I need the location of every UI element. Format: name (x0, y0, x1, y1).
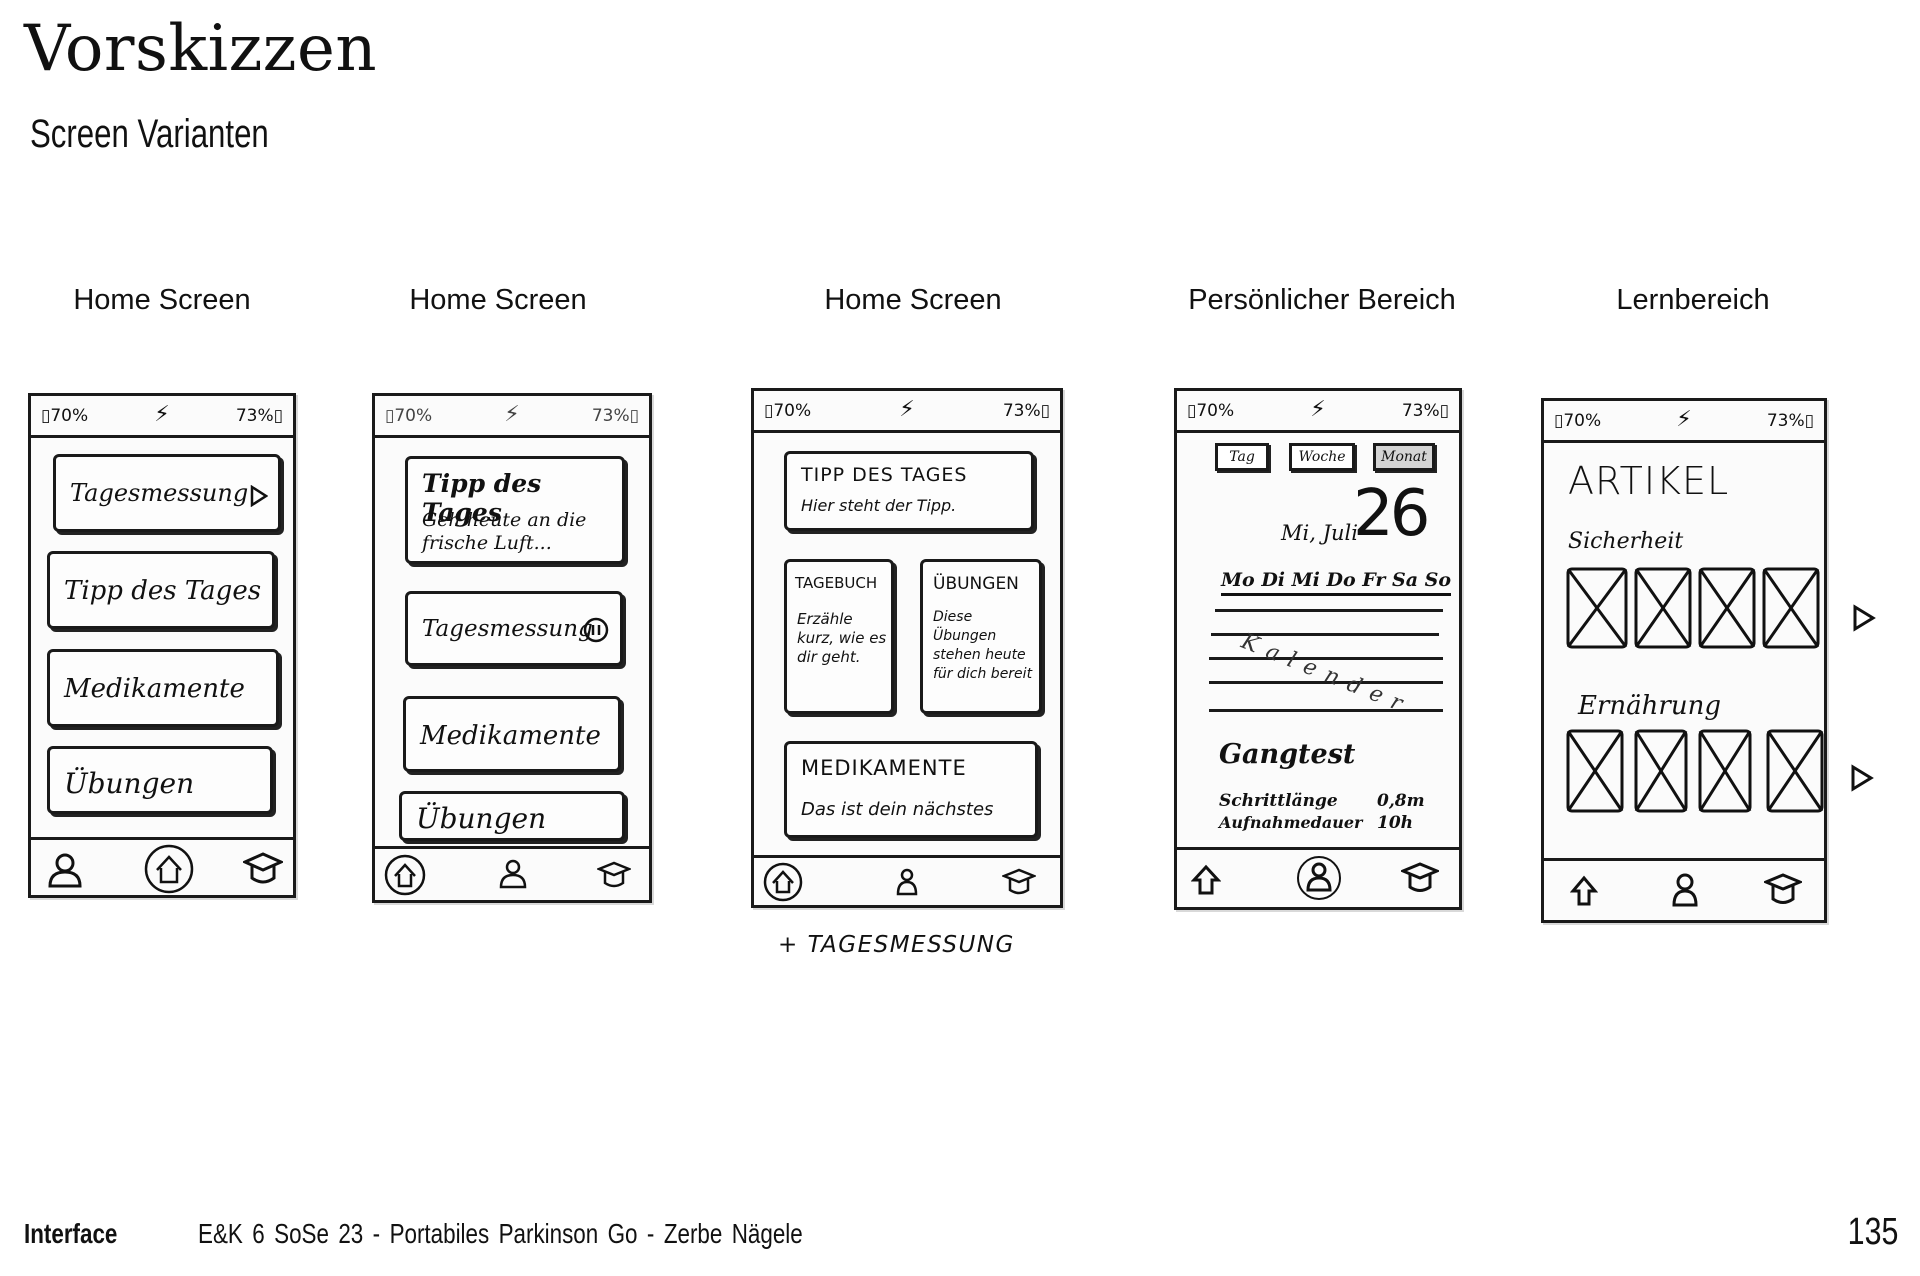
page-number: 135 (1847, 1211, 1898, 1253)
calendar-line (1209, 681, 1443, 684)
calendar-line (1211, 633, 1439, 636)
article-thumbnails-sicherheit (1566, 567, 1820, 649)
phone-home-2: ▯70% ⚡ 73%▯ Tipp des Tages Geh heute an … (372, 393, 652, 903)
section-ernaehrung: Ernährung (1578, 691, 1721, 721)
uebungen-card[interactable]: ÜBUNGEN Diese Übungen stehen heute für d… (920, 559, 1042, 714)
phone-home-1: ▯70% ⚡ 73%▯ Tagesmessung Tipp des Tages … (28, 393, 296, 898)
article-thumbnails-ernaehrung (1566, 729, 1824, 813)
home-icon[interactable] (383, 853, 427, 897)
tagesmessung-button[interactable]: Tagesmessung (53, 454, 281, 532)
battery-icon: 73%▯ (1401, 401, 1449, 421)
tipp-des-tages-card[interactable]: TIPP DES TAGES Hier steht der Tipp. (784, 451, 1034, 531)
home-icon[interactable] (762, 861, 804, 903)
graduation-cap-icon[interactable] (1401, 862, 1439, 894)
tab-woche[interactable]: Woche (1289, 443, 1355, 471)
battery-icon: ▯70% (1554, 411, 1602, 431)
tagesmessung-note: + TAGESMESSUNG (778, 932, 1015, 958)
user-icon[interactable] (1295, 854, 1343, 902)
status-bar: ▯70% ⚡ 73%▯ (1177, 391, 1459, 433)
user-icon[interactable] (47, 852, 83, 888)
graduation-cap-icon[interactable] (243, 852, 283, 886)
uebungen-button[interactable]: Übungen (47, 746, 273, 814)
image-placeholder-icon (1566, 567, 1820, 649)
calendar-placeholder: Kalender (1237, 629, 1416, 721)
date-weekday: Mi, Juli (1281, 521, 1358, 545)
uebungen-button[interactable]: Übungen (399, 791, 625, 841)
nav-bar (1544, 858, 1824, 920)
tab-monat[interactable]: Monat (1373, 443, 1435, 471)
battery-icon: ▯70% (764, 401, 812, 421)
signal-icon: ⚡ (504, 402, 520, 427)
user-icon[interactable] (896, 868, 918, 896)
signal-icon: ⚡ (154, 402, 170, 427)
user-icon[interactable] (1672, 873, 1698, 907)
home-icon[interactable] (143, 844, 195, 894)
gangtest-label-2: Aufnahmedauer (1219, 813, 1363, 832)
screen-label-2: Home Screen (409, 284, 587, 316)
artikel-heading: ARTIKEL (1568, 459, 1730, 503)
gangtest-value-1: 0,8m (1377, 791, 1425, 811)
screen-label-1: Home Screen (73, 284, 251, 316)
pause-icon (583, 617, 609, 643)
battery-icon: ▯70% (1187, 401, 1235, 421)
medikamente-button[interactable]: Medikamente (403, 696, 621, 772)
battery-icon: 73%▯ (235, 406, 283, 426)
section-sicherheit: Sicherheit (1568, 529, 1684, 554)
phone-home-3: ▯70% ⚡ 73%▯ TIPP DES TAGES Hier steht de… (751, 388, 1063, 908)
status-bar: ▯70% ⚡ 73%▯ (754, 391, 1060, 433)
medikamente-card[interactable]: MEDIKAMENTE Das ist dein nächstes (784, 741, 1038, 838)
screen-label-4: Persönlicher Bereich (1188, 284, 1456, 316)
status-bar: ▯70% ⚡ 73%▯ (375, 396, 649, 438)
calendar-line (1215, 609, 1443, 612)
tipp-des-tages-card[interactable]: Tipp des Tages Geh heute an die frische … (405, 456, 625, 564)
nav-bar (31, 837, 293, 895)
signal-icon: ⚡ (1676, 407, 1692, 432)
battery-icon: 73%▯ (1766, 411, 1814, 431)
screen-label-3: Home Screen (824, 284, 1002, 316)
home-icon[interactable] (1570, 875, 1598, 907)
graduation-cap-icon[interactable] (1764, 873, 1802, 907)
image-placeholder-icon (1566, 729, 1824, 813)
page-title: Vorskizzen (24, 12, 378, 86)
calendar-line (1209, 709, 1443, 712)
status-bar: ▯70% ⚡ 73%▯ (1544, 401, 1824, 443)
footer-section: Interface (24, 1218, 118, 1249)
tagesmessung-button[interactable]: Tagesmessung (405, 591, 623, 666)
phone-lernbereich: ▯70% ⚡ 73%▯ ARTIKEL Sicherheit Ernährung (1541, 398, 1827, 923)
signal-icon: ⚡ (1310, 397, 1326, 422)
play-icon[interactable] (1852, 604, 1876, 632)
tab-tag[interactable]: Tag (1215, 443, 1269, 471)
home-icon[interactable] (1191, 864, 1221, 896)
nav-bar (1177, 847, 1459, 907)
gangtest-value-2: 10h (1377, 813, 1414, 833)
screen-label-5: Lernbereich (1616, 284, 1770, 316)
date-day: 26 (1353, 477, 1430, 551)
tipp-des-tages-button[interactable]: Tipp des Tages (47, 551, 275, 629)
phone-persoenlicher-bereich: ▯70% ⚡ 73%▯ Tag Woche Monat Mi, Juli 26 … (1174, 388, 1462, 910)
battery-icon: 73%▯ (1002, 401, 1050, 421)
graduation-cap-icon[interactable] (1002, 868, 1036, 896)
page-subtitle: Screen Varianten (30, 112, 269, 156)
play-icon (250, 485, 268, 507)
footer-meta: E&K 6 SoSe 23 - Portabiles Parkinson Go … (198, 1218, 803, 1249)
nav-bar (375, 846, 649, 900)
battery-icon: 73%▯ (591, 406, 639, 426)
nav-bar (754, 855, 1060, 905)
user-icon[interactable] (499, 859, 527, 889)
gangtest-title: Gangtest (1219, 739, 1356, 770)
play-icon[interactable] (1850, 764, 1874, 792)
medikamente-button[interactable]: Medikamente (47, 649, 279, 727)
weekday-row: Mo Di Mi Do Fr Sa So (1221, 569, 1452, 596)
tagebuch-card[interactable]: TAGEBUCH Erzähle kurz, wie es dir geht. (784, 559, 894, 714)
status-bar: ▯70% ⚡ 73%▯ (31, 396, 293, 438)
battery-icon: ▯70% (41, 406, 89, 426)
calendar-line (1209, 657, 1443, 660)
signal-icon: ⚡ (899, 397, 915, 422)
battery-icon: ▯70% (385, 406, 433, 426)
gangtest-label-1: Schrittlänge (1219, 791, 1338, 811)
graduation-cap-icon[interactable] (597, 861, 631, 889)
